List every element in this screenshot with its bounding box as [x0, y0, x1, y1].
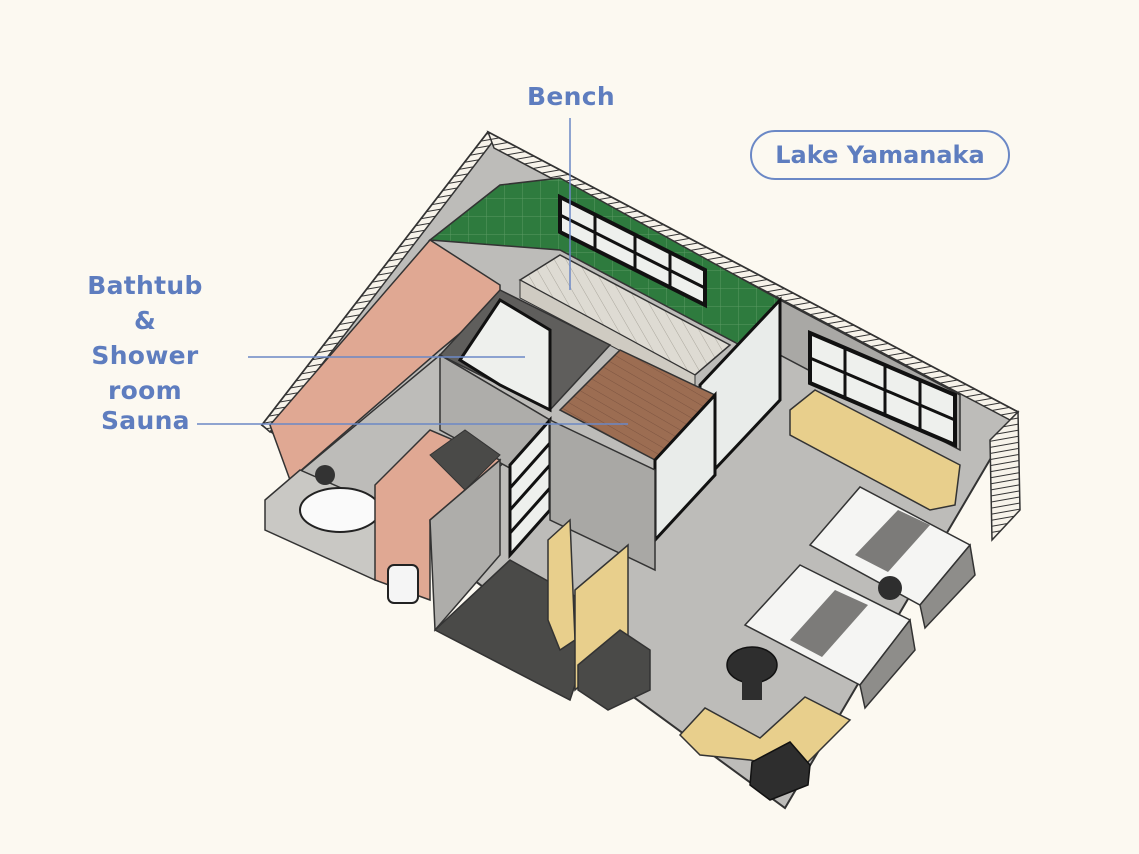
bathtub-label-line3: Shower room [91, 341, 199, 405]
bed-front-blanket [790, 590, 868, 657]
shower-glass [457, 297, 552, 413]
closet [547, 518, 576, 652]
center-partition [549, 418, 656, 572]
bed-back-headboard [919, 543, 976, 630]
sauna-label: Sauna [101, 406, 190, 435]
bathtub-shower-label: Bathtub & Shower room [50, 268, 240, 408]
bathtub [299, 487, 381, 533]
nightstand [878, 576, 902, 600]
bathtub-label-line2: & [133, 306, 157, 335]
window-sofa [789, 389, 961, 511]
entrance-wall [429, 458, 501, 632]
bathtub-label-line1: Bathtub [87, 271, 203, 300]
bed-front-headboard [859, 618, 916, 710]
coffee-table-base [742, 678, 762, 700]
bed-back-blanket [855, 510, 930, 572]
sofa-side-table [749, 741, 811, 801]
toilet [387, 564, 419, 604]
toilet-room-floor [429, 429, 501, 491]
entry-bench [577, 629, 651, 711]
exterior-wall-right [989, 410, 1021, 542]
sofa [678, 696, 852, 771]
location-badge: Lake Yamanaka [750, 130, 1010, 180]
bath-stool [315, 465, 335, 485]
bench-label: Bench [527, 82, 615, 111]
coffee-table [726, 646, 778, 684]
